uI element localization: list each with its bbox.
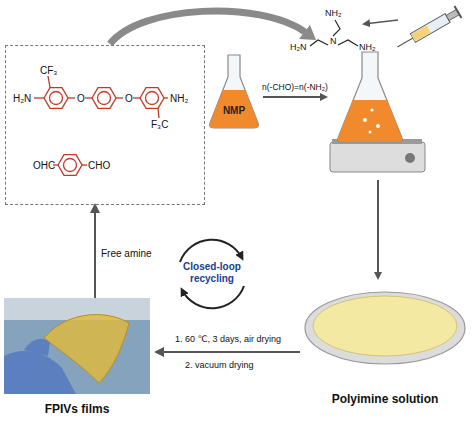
step-label: 2. vacuum drying [185,360,254,371]
atom-label: O [125,93,133,105]
monomer-box: CF₃ H₂N O O NH₂ F₃C OHC CHO [5,45,205,205]
atom-label: F₃C [151,119,168,131]
diamine-structure [34,76,168,118]
process-arrow [94,205,96,298]
process-arrow [156,351,300,353]
atom-label: H₂N [290,42,307,53]
film-photo: FPIVs films [4,298,156,423]
atom-label: NH₂ [359,42,376,53]
caption-label: FPIVs films [4,402,150,416]
tren-structure [310,20,358,46]
recycling-loop: Closed-loop recycling [170,232,254,316]
atom-label: H₂N [13,93,31,105]
atom-label: NH₂ [170,93,188,105]
atom-label: N [330,36,337,47]
edge-label: Free amine [101,248,152,260]
atom-label: CF₃ [40,65,57,77]
atom-label: NH₂ [325,8,342,19]
atom-label: OHC [33,160,55,172]
atom-label: O [77,93,85,105]
mixing-arrow [263,96,326,98]
solvent-flask: NMP [208,55,260,130]
dialdehyde-structure [53,155,87,176]
syringe-arrow [364,20,398,24]
petri-dish: Polyimine solution [300,280,470,420]
atom-label: CHO [88,160,110,172]
curved-arrow [110,11,316,44]
reaction-flask [330,52,425,172]
syringe [394,6,462,53]
caption-label: Polyimine solution [300,392,470,406]
edge-label: 1. 60 ℃, 3 days, air drying [175,334,281,345]
loop-label: Closed-loop recycling [179,261,245,285]
ratio-label: n(-CHO)=n(-NH₂) [262,82,328,93]
solvent-flask-shape [208,55,260,130]
solvent-label: NMP [208,105,260,117]
process-arrow [377,180,379,278]
